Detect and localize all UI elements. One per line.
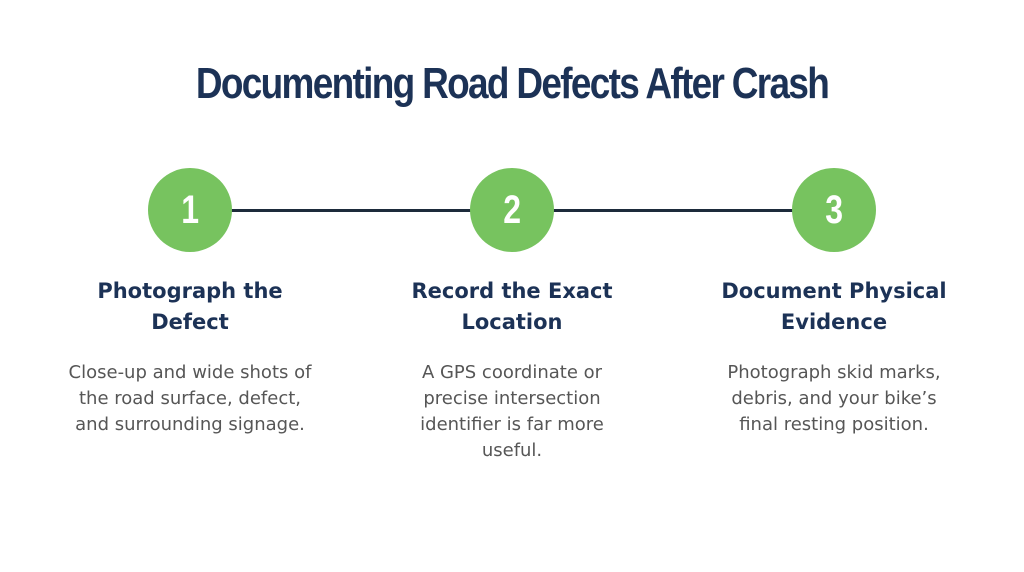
step-2-number-badge: 2	[470, 168, 554, 252]
step-3-description: Photograph skid marks, debris, and your …	[727, 362, 941, 435]
step-2: 2 Record the Exact Location A GPS coordi…	[357, 168, 667, 464]
step-3: 3 Document Physical Evidence Photograph …	[679, 168, 989, 438]
step-2-description: A GPS coordinate or precise intersection…	[420, 362, 604, 461]
step-1: 1 Photograph the Defect Close-up and wid…	[35, 168, 345, 438]
step-1-description: Close-up and wide shots of the road surf…	[68, 362, 312, 435]
step-3-number: 3	[825, 187, 843, 232]
diagram-title: Documenting Road Defects After Crash	[195, 59, 830, 108]
step-2-number: 2	[503, 187, 521, 232]
step-2-title: Record the Exact Location	[411, 279, 613, 334]
step-3-number-badge: 3	[792, 168, 876, 252]
step-1-number-badge: 1	[148, 168, 232, 252]
step-1-number: 1	[181, 187, 199, 232]
step-3-title: Document Physical Evidence	[721, 279, 947, 334]
step-1-title: Photograph the Defect	[97, 279, 283, 334]
